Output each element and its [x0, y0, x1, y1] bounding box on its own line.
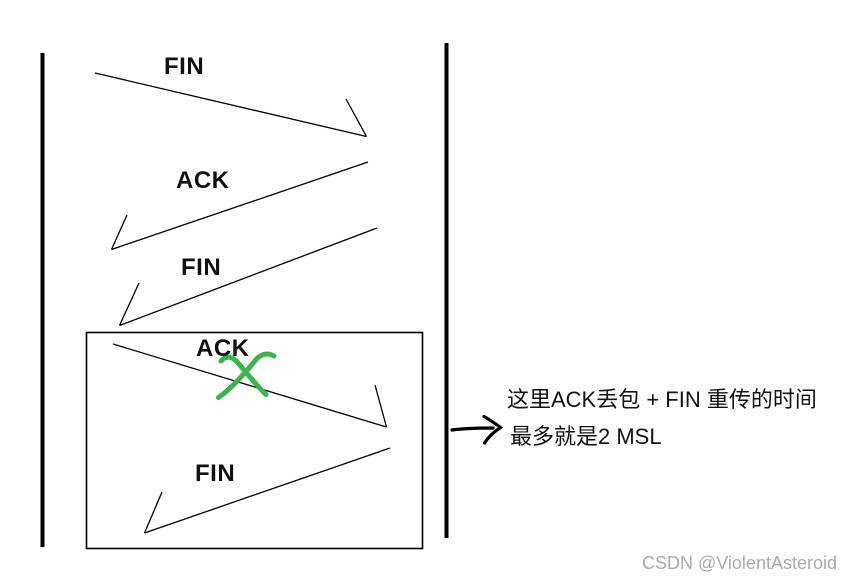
hand-drawn-arrow-head: [482, 414, 504, 445]
fin2-label: FIN: [181, 254, 222, 281]
fin-arrow-1: [94, 72, 368, 138]
fin-arrow-1-line: [94, 72, 367, 138]
retransmission-box: [85, 331, 424, 550]
ack-arrow-1-head: [110, 214, 128, 250]
lost-ack-arrow-head: [374, 384, 388, 428]
ack-arrow-1: [110, 161, 369, 251]
ack1-label: ACK: [176, 167, 230, 194]
annotation-line-1: 这里ACK丢包 + FIN 重传的时间: [507, 387, 817, 412]
fin-arrow-2-head: [118, 282, 140, 326]
fin-arrow-2: [118, 227, 378, 327]
lost-ack-arrow-line: [112, 343, 387, 428]
loss-cross-icon: [216, 351, 277, 400]
retrans-fin-arrow-line: [144, 447, 391, 534]
retrans-fin-arrow: [143, 447, 391, 534]
retrans-fin-arrow-head: [143, 491, 163, 534]
annotation-line-2: 最多就是2 MSL: [510, 424, 662, 449]
loss-cross-stroke-1: [218, 354, 269, 397]
hand-drawn-arrow-shaft: [450, 426, 495, 432]
fin-arrow-2-line: [119, 227, 378, 327]
watermark: CSDN @ViolentAsteroid: [641, 553, 837, 573]
hand-drawn-arrow-icon: [450, 414, 504, 445]
fin1-label: FIN: [164, 53, 205, 80]
ack-arrow-1-line: [111, 161, 369, 251]
lost-ack-label: ACK: [196, 335, 250, 362]
retrans-fin-label: FIN: [195, 460, 236, 487]
fin-arrow-1-head: [345, 98, 368, 137]
lost-ack-arrow: [112, 343, 388, 428]
loss-cross-stroke-2: [216, 351, 277, 400]
